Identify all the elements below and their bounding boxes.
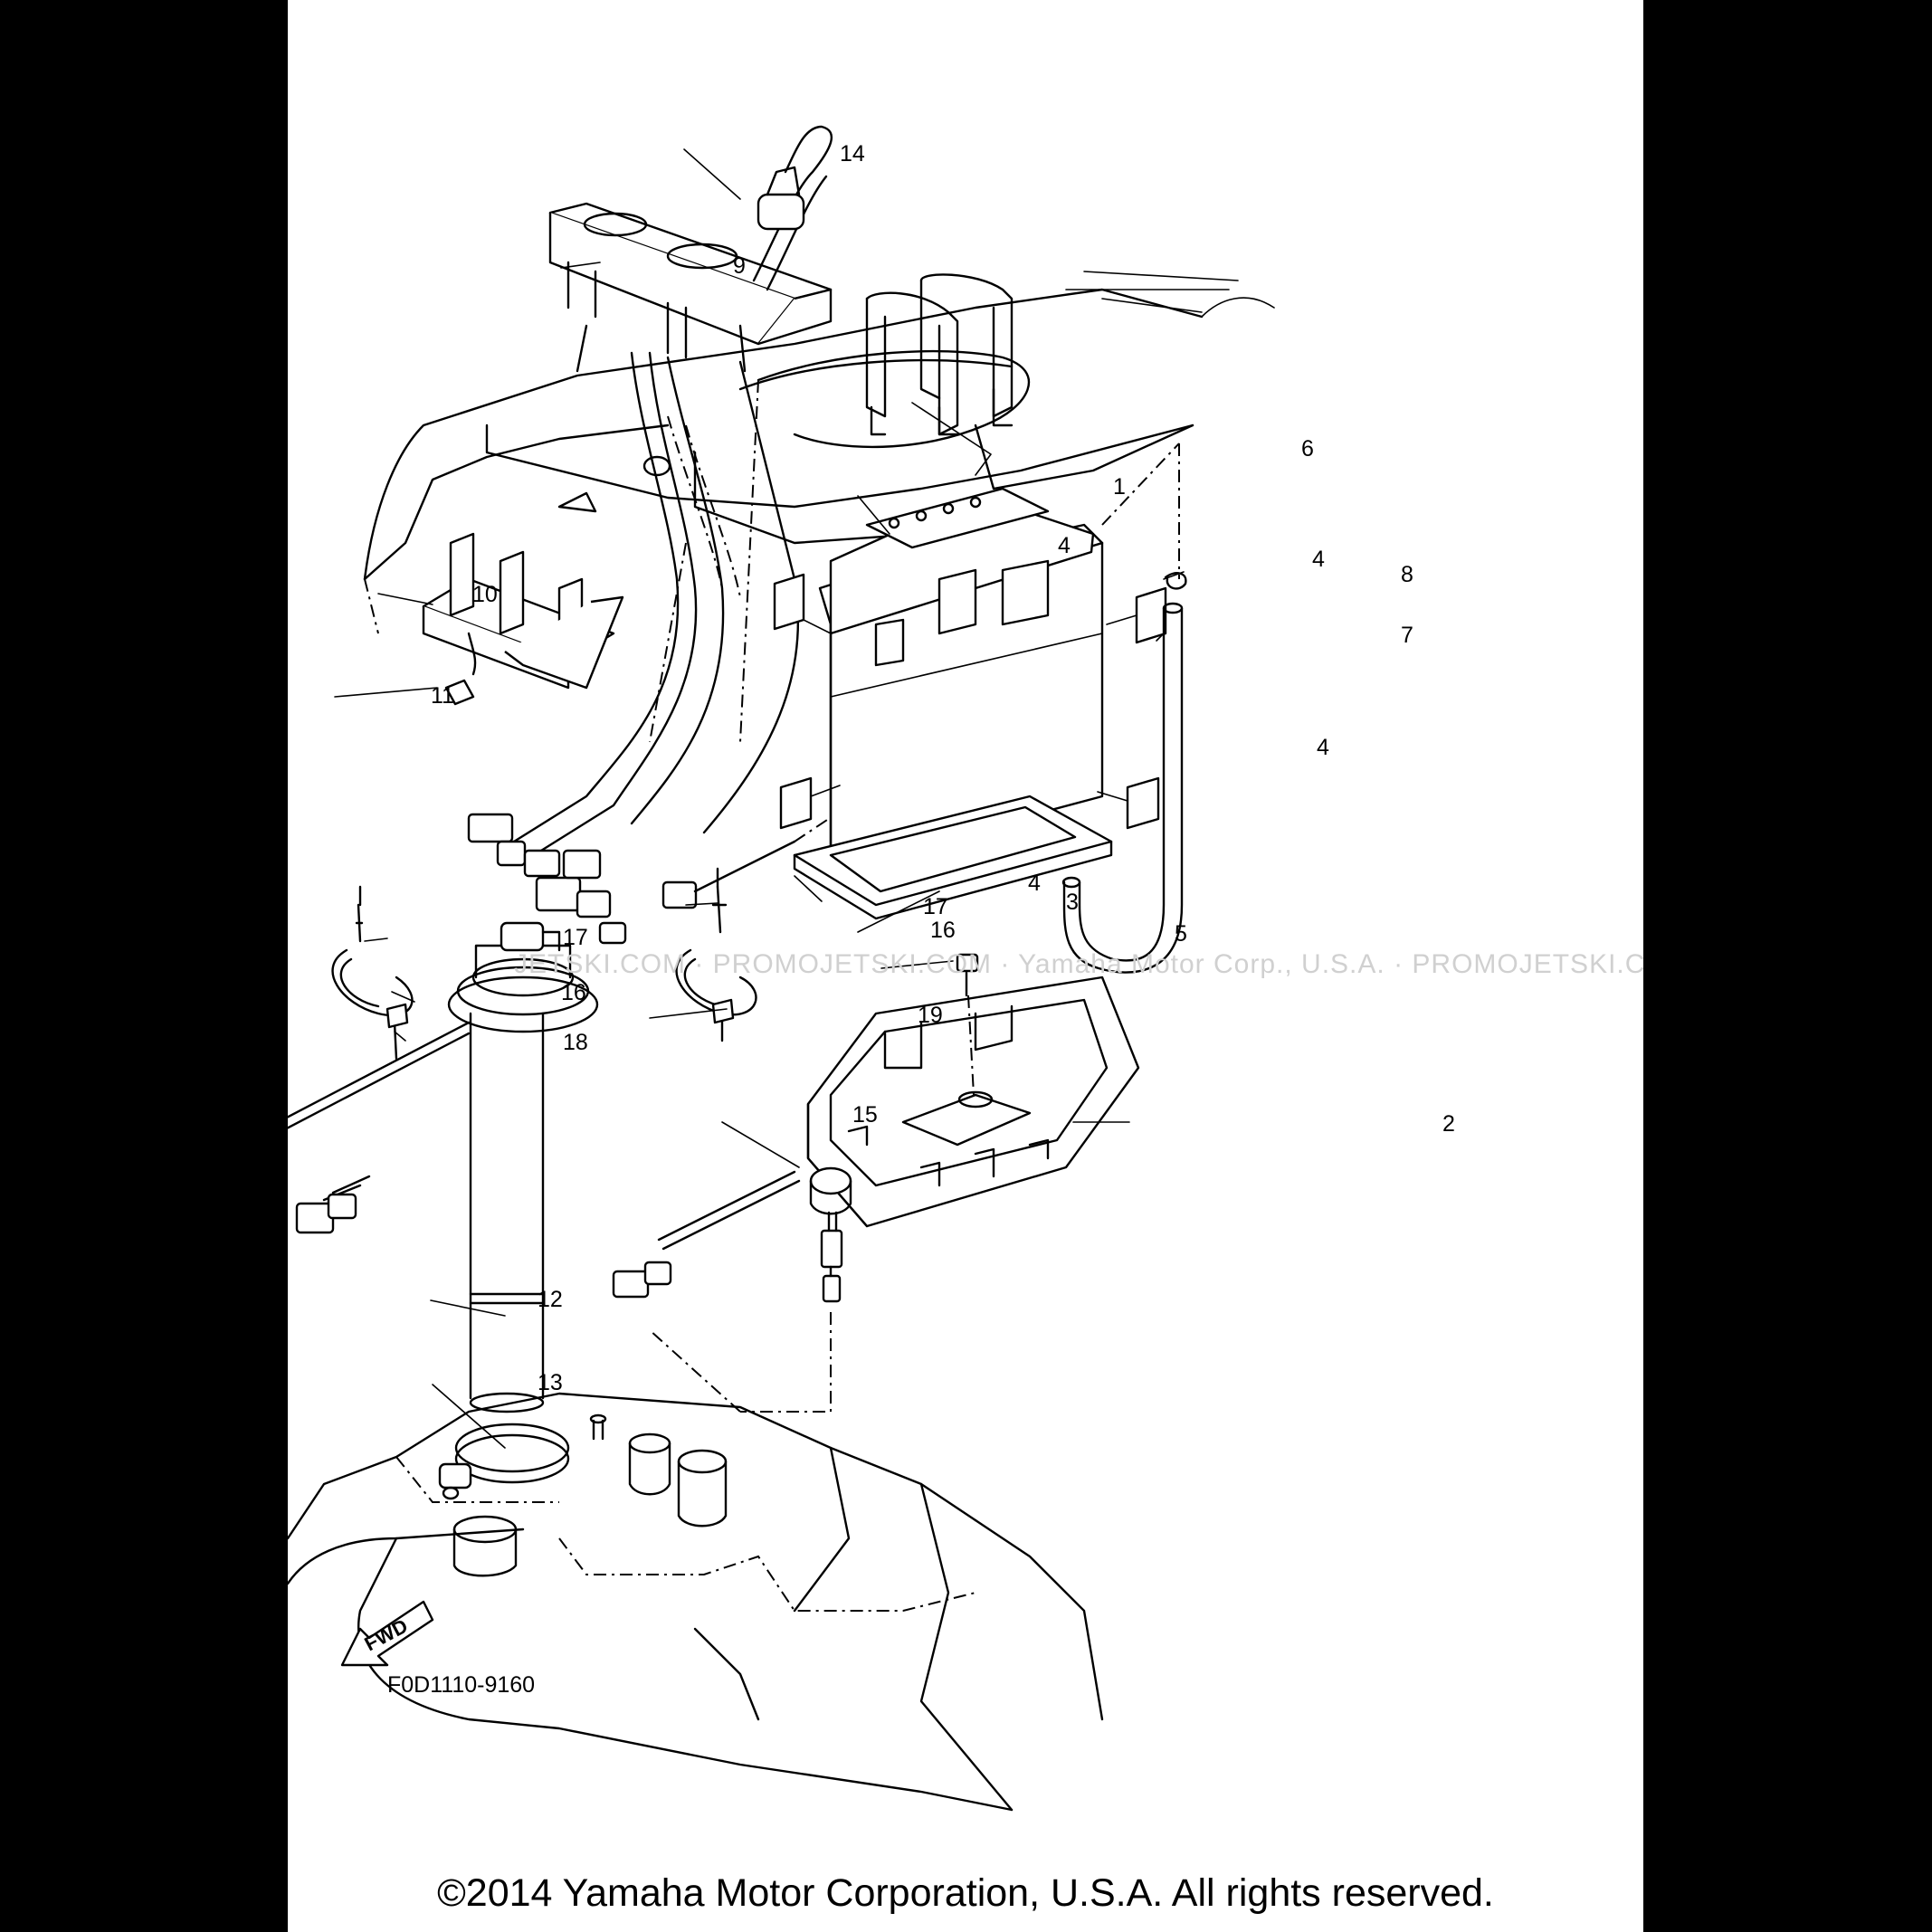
battery-band: [865, 273, 1014, 436]
callout-5: 5: [1175, 921, 1187, 947]
callout-6: 6: [1301, 436, 1314, 462]
parts-diagram-sheet: FWD 1 2 3 4 4 4 4 5 6 7 8 9 10: [288, 0, 1643, 1932]
watermark: JETSKI.COM · PROMOJETSKI.COM · Yamaha Mo…: [514, 949, 1643, 979]
callout-14: 14: [840, 141, 865, 167]
callout-4-bottom-right: 4: [1317, 735, 1329, 760]
callout-17-left: 17: [563, 925, 588, 950]
fuel-tank-top: [288, 1392, 1104, 1812]
callout-2: 2: [1442, 1111, 1455, 1137]
meter-bracket-and-nut: [422, 532, 624, 706]
callout-4-bottom-left: 4: [1028, 871, 1041, 896]
callout-8: 8: [1401, 562, 1413, 587]
callout-15: 15: [852, 1102, 878, 1128]
breather-pipe: [1061, 443, 1187, 974]
battery-mat: [793, 795, 1113, 920]
meter-cable-grommet: [752, 125, 833, 291]
callout-13: 13: [538, 1370, 563, 1395]
callout-16-right: 16: [930, 918, 956, 943]
speed-sensor: [612, 1166, 852, 1413]
callout-leader-lines: [334, 148, 1185, 1449]
exploded-parts-illustration: FWD 1 2 3 4 4 4 4 5 6 7 8 9 10: [288, 125, 1643, 1812]
callout-19: 19: [918, 1003, 943, 1028]
copyright-notice: ©2014 Yamaha Motor Corporation, U.S.A. A…: [437, 1871, 1494, 1915]
callout-12: 12: [538, 1287, 563, 1312]
forward-direction-arrow: FWD: [340, 1600, 434, 1667]
battery-box: [806, 953, 1140, 1228]
callout-numbers: 1 2 3 4 4 4 4 5 6 7 8 9 10 11 12 13 14 1…: [431, 141, 1455, 1395]
callout-4-top-left: 4: [1058, 533, 1071, 558]
callout-10: 10: [472, 582, 498, 607]
hull-deck-outline: [363, 271, 1275, 634]
callout-16-left: 16: [561, 980, 586, 1005]
callout-1: 1: [1113, 474, 1126, 500]
meter-assembly: [548, 202, 833, 373]
callout-7: 7: [1401, 623, 1413, 648]
battery-pads: [773, 573, 1167, 830]
callout-4-top-right: 4: [1312, 547, 1325, 572]
drawing-code: F0D1110-9160: [387, 1672, 535, 1698]
callout-17-right: 17: [923, 894, 948, 919]
callout-9: 9: [733, 253, 746, 279]
clamps-and-rivets: [331, 867, 757, 1061]
fuel-sender-unit: [288, 921, 599, 1413]
callout-11: 11: [431, 683, 454, 709]
callout-3: 3: [1066, 890, 1079, 915]
callout-18: 18: [563, 1030, 588, 1055]
battery: [818, 487, 1104, 871]
